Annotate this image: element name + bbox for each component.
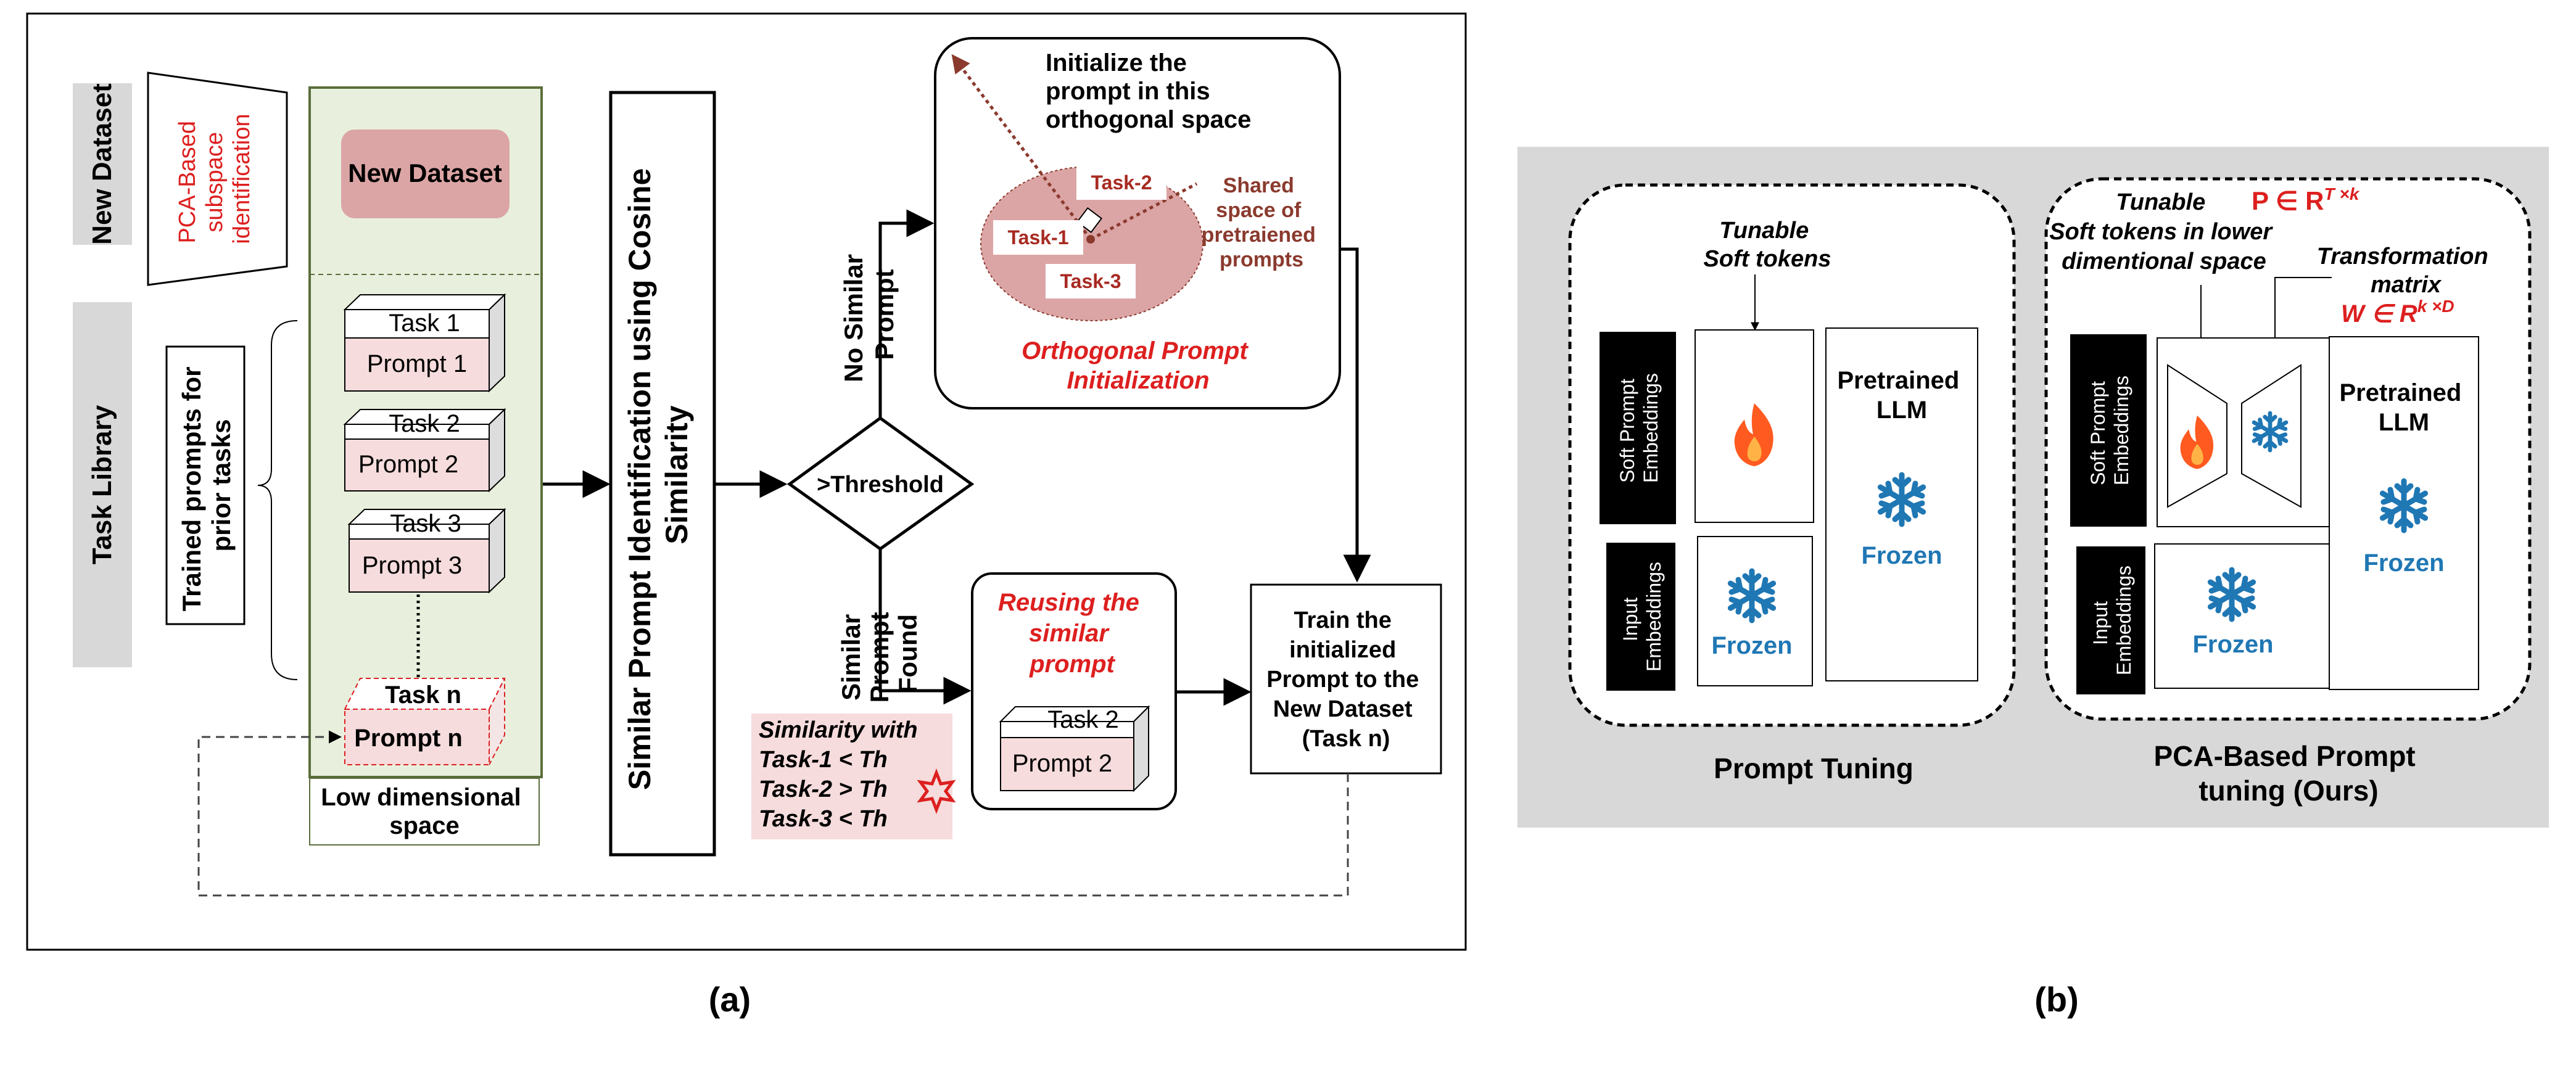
right-angle-marker	[1076, 207, 1103, 234]
pca-input-label: Input Embeddings	[2089, 566, 2135, 675]
low-dim-space-box	[309, 778, 540, 846]
pt-tunable-label: Tunable Soft tokens	[1704, 218, 1831, 272]
pca-llm-frozen: Frozen	[2363, 549, 2444, 577]
new-dataset-box	[341, 130, 510, 218]
orthogonal-init-label: Orthogonal Prompt Initialization	[1022, 337, 1255, 394]
trained-prompts-label: Trained prompts for prior tasks	[177, 360, 236, 611]
arrow-no-similar	[878, 209, 935, 418]
task-2-label: Task 2	[389, 410, 460, 437]
arrow-init-to-train	[1340, 247, 1371, 583]
prompt-3-label: Prompt 3	[362, 552, 462, 579]
ellipse-task2-label: Task-2	[1091, 171, 1152, 194]
new-dataset-side-box	[73, 83, 132, 245]
prompt-n-label: Prompt n	[354, 725, 463, 752]
similarity-box	[609, 91, 716, 857]
similarity-note: Similarity with Task-1 < Th Task-2 > Th …	[759, 717, 924, 832]
task-cube-n: Task n Prompt n	[344, 678, 506, 765]
p-formula: P ∈ RT ×k	[2252, 184, 2360, 215]
ellipse-task3-label: Task-3	[1060, 270, 1121, 292]
pca-tunable-label: Tunable Soft tokens in lower dimentional…	[2049, 189, 2279, 274]
prompt-2-label: Prompt 2	[358, 451, 458, 478]
pt-input-label: Input Embeddings	[1619, 562, 1665, 672]
reuse-prompt-label: Prompt 2	[1012, 750, 1112, 777]
train-label: Train the initialized Prompt to the New …	[1266, 607, 1426, 752]
origin-point	[1086, 235, 1095, 244]
pt-soft-prompt-label: Soft Prompt Embeddings	[1616, 373, 1662, 483]
pca-input-tag	[2076, 546, 2145, 694]
library-brace	[257, 320, 298, 680]
task-cube-1: Task 1 Prompt 1	[343, 293, 506, 393]
feedback-loop	[197, 730, 1349, 897]
star-icon	[917, 768, 956, 814]
pt-input-tag	[1606, 543, 1675, 691]
task-library-side-box	[73, 302, 132, 667]
train-box	[1250, 583, 1442, 775]
similarity-label: Similar Prompt Identification using Cosi…	[622, 160, 694, 790]
trained-prompts-box	[165, 345, 246, 625]
pt-title: Prompt Tuning	[1714, 752, 1913, 784]
pca-title: PCA-Based Prompt tuning (Ours)	[2153, 740, 2423, 807]
task-3-label: Task 3	[390, 510, 461, 537]
dotted-vector-task2	[1089, 182, 1198, 241]
threshold-label: >Threshold	[817, 472, 944, 498]
pt-llm-label: Pretrained LLM	[1838, 367, 1967, 424]
task-library-side-label: Task Library	[87, 405, 117, 564]
task-1-label: Task 1	[389, 310, 460, 337]
shared-space-label: Shared space of pretraiened prompts	[1202, 174, 1322, 271]
pt-input-frozen: Frozen	[1711, 632, 1792, 659]
ellipse-task1-box	[993, 220, 1083, 255]
pca-soft-prompt-tag	[2070, 334, 2147, 527]
pca-input-frozen: Frozen	[2192, 631, 2273, 658]
pt-llm-frozen: Frozen	[1861, 542, 1942, 569]
new-dataset-box-label: New Dataset	[348, 158, 502, 187]
pca-soft-prompt-label: Soft Prompt Embeddings	[2087, 376, 2132, 485]
no-similar-label: No Similar Prompt	[839, 247, 899, 382]
caption-b: (b)	[2034, 980, 2079, 1019]
reusing-label: Reusing the similar prompt	[998, 589, 1146, 678]
ellipse-task2-box	[1076, 165, 1166, 200]
dotted-vector-ortho	[951, 54, 1092, 241]
prompt-1-label: Prompt 1	[367, 350, 467, 377]
pca-llm-label: Pretrained LLM	[2340, 379, 2469, 436]
new-dataset-side-label: New Dataset	[87, 83, 117, 245]
caption-a: (a)	[709, 980, 751, 1019]
transform-label: Transformation matrix	[2317, 244, 2495, 298]
task-cube-2: Task 2 Prompt 2	[343, 408, 506, 493]
w-formula: W ∈ Rk ×D	[2341, 297, 2454, 327]
task-cube-3: Task 3 Prompt 3	[347, 508, 506, 594]
pt-input-box	[1697, 536, 1813, 686]
low-dim-space-label: Low dimensional space	[321, 784, 528, 839]
ellipse-task1-label: Task-1	[1007, 226, 1068, 249]
pca-input-box	[2154, 543, 2361, 689]
shared-space-ellipse	[980, 166, 1203, 321]
reuse-cube: Task 2 Prompt 2	[999, 705, 1150, 792]
similarity-note-box	[751, 714, 952, 839]
task-n-label: Task n	[385, 681, 461, 709]
ellipse-task3-box	[1046, 264, 1136, 298]
reuse-task-label: Task 2	[1047, 706, 1119, 733]
init-text: Initialize the prompt in this orthogonal…	[1046, 49, 1251, 133]
arrow-similar-found	[878, 549, 972, 705]
similar-found-label: Similar Prompt Found	[836, 605, 922, 703]
pca-trapezoid	[147, 72, 288, 286]
pca-label: PCA-Based subspace identification	[175, 113, 255, 244]
pt-soft-prompt-tag	[1600, 332, 1676, 524]
